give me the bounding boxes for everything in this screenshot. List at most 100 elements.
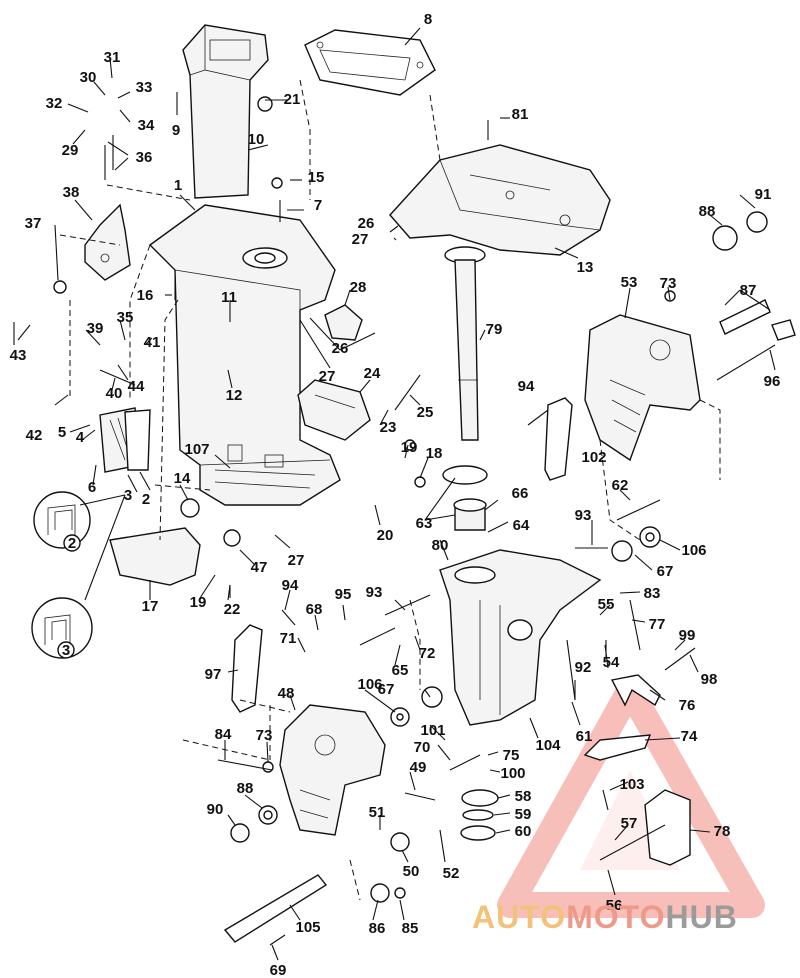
drive-shaft-housing xyxy=(148,204,341,506)
part-number-label: 20 xyxy=(377,527,394,544)
part-number-label: 12 xyxy=(226,387,243,404)
part-number-label: 91 xyxy=(755,186,772,203)
part-number-label: 106 xyxy=(357,676,382,693)
part-number-label: 93 xyxy=(366,584,383,601)
part-number-label: 57 xyxy=(621,815,638,832)
part-number-label: 15 xyxy=(308,169,325,186)
part-number-label: 41 xyxy=(144,334,161,351)
part-number-label: 42 xyxy=(26,427,43,444)
swivel-bracket xyxy=(439,549,602,726)
part-number-label: 18 xyxy=(426,445,443,462)
part-number-label: 44 xyxy=(128,378,145,395)
part-number-label: 9 xyxy=(172,122,180,139)
part-number-label: 58 xyxy=(515,788,532,805)
part-number-label: 68 xyxy=(306,601,323,618)
part-labels: 1234567891011121314151617181919202122232… xyxy=(10,11,781,978)
part-number-label: 8 xyxy=(424,11,432,28)
part-number-label: 39 xyxy=(87,320,104,337)
swivel-bushing xyxy=(442,465,488,531)
part-number-label: 66 xyxy=(512,485,529,502)
part-number-label: 107 xyxy=(184,441,209,458)
part-number-label: 16 xyxy=(137,287,154,304)
part-number-label: 85 xyxy=(402,920,419,937)
bolts-and-rods xyxy=(13,92,776,946)
part-number-label: 78 xyxy=(714,823,731,840)
part-number-label: 47 xyxy=(251,559,268,576)
part-number-label: 97 xyxy=(205,666,222,683)
part-number-label: 100 xyxy=(500,765,525,782)
part-number-label: 76 xyxy=(679,697,696,714)
part-number-label: 65 xyxy=(392,662,409,679)
part-number-label: 71 xyxy=(280,630,297,647)
part-number-label: 5 xyxy=(58,424,66,441)
part-number-label: 84 xyxy=(215,726,232,743)
part-number-label: 40 xyxy=(106,385,123,402)
part-number-label: 63 xyxy=(416,515,433,532)
thrust-mount xyxy=(297,379,371,441)
part-number-label: 36 xyxy=(136,149,153,166)
part-number-label: 96 xyxy=(764,373,781,390)
detail-callout-2: 2 xyxy=(33,491,91,552)
part-number-label: 102 xyxy=(581,449,606,466)
part-number-label: 6 xyxy=(88,479,96,496)
part-number-label: 27 xyxy=(288,552,305,569)
clamp-bracket-left xyxy=(279,704,386,836)
part-number-label: 67 xyxy=(378,681,395,698)
part-number-label: 3 xyxy=(124,487,132,504)
part-number-label: 79 xyxy=(486,321,503,338)
part-number-label: 14 xyxy=(174,470,191,487)
part-number-label: 103 xyxy=(619,776,644,793)
part-number-label: 19 xyxy=(190,594,207,611)
part-number-label: 2 xyxy=(142,491,150,508)
part-number-label: 26 xyxy=(358,215,375,232)
cover-plate-2 xyxy=(124,409,151,471)
part-number-label: 51 xyxy=(369,804,386,821)
part-number-label: 38 xyxy=(63,184,80,201)
exhaust-tube xyxy=(182,24,269,199)
part-number-label: 88 xyxy=(237,780,254,797)
part-number-label: 43 xyxy=(10,347,27,364)
part-number-label: 99 xyxy=(679,627,696,644)
part-number-label: 27 xyxy=(319,368,336,385)
svg-text:AUTOMOTOHUB: AUTOMOTOHUB xyxy=(472,899,738,935)
part-number-label: 73 xyxy=(660,275,677,292)
part-number-label: 33 xyxy=(136,79,153,96)
part-number-label: 87 xyxy=(740,282,757,299)
watermark-text-hub: HUB xyxy=(665,899,737,935)
part-number-label: 56 xyxy=(606,897,623,914)
part-number-label: 25 xyxy=(417,404,434,421)
leader-lines xyxy=(17,27,776,961)
part-number-label: 48 xyxy=(278,685,295,702)
part-number-label: 30 xyxy=(80,69,97,86)
watermark-logo: AUTOMOTOHUB xyxy=(472,899,738,935)
part-number-label: 88 xyxy=(699,203,716,220)
part-number-label: 21 xyxy=(284,91,301,108)
watermark-text-moto: MOTO xyxy=(566,899,665,935)
part-number-label: 32 xyxy=(46,95,63,112)
part-number-label: 7 xyxy=(314,197,322,214)
part-number-label: 19 xyxy=(401,439,418,456)
part-number-label: 62 xyxy=(612,477,629,494)
part-number-label: 73 xyxy=(256,727,273,744)
part-number-label: 93 xyxy=(575,507,592,524)
part-number-label: 104 xyxy=(535,737,561,754)
part-number-label: 61 xyxy=(576,728,593,745)
part-number-label: 69 xyxy=(270,962,287,978)
part-number-label: 31 xyxy=(104,49,121,66)
shift-lever xyxy=(84,203,131,281)
part-number-label: 17 xyxy=(142,598,159,615)
part-number-label: 86 xyxy=(369,920,386,937)
part-number-label: 1 xyxy=(174,177,182,194)
watermark-text-auto: AUTO xyxy=(472,899,566,935)
part-number-label: 101 xyxy=(420,722,445,739)
part-number-label: 50 xyxy=(403,863,420,880)
part-number-label: 37 xyxy=(25,215,42,232)
swivel-shaft xyxy=(444,246,486,441)
tilt-links xyxy=(223,397,573,943)
lower-cover xyxy=(109,527,201,586)
part-number-label: 92 xyxy=(575,659,592,676)
gasket xyxy=(304,29,436,96)
part-number-label: 10 xyxy=(248,131,265,148)
part-number-label: 59 xyxy=(515,806,532,823)
